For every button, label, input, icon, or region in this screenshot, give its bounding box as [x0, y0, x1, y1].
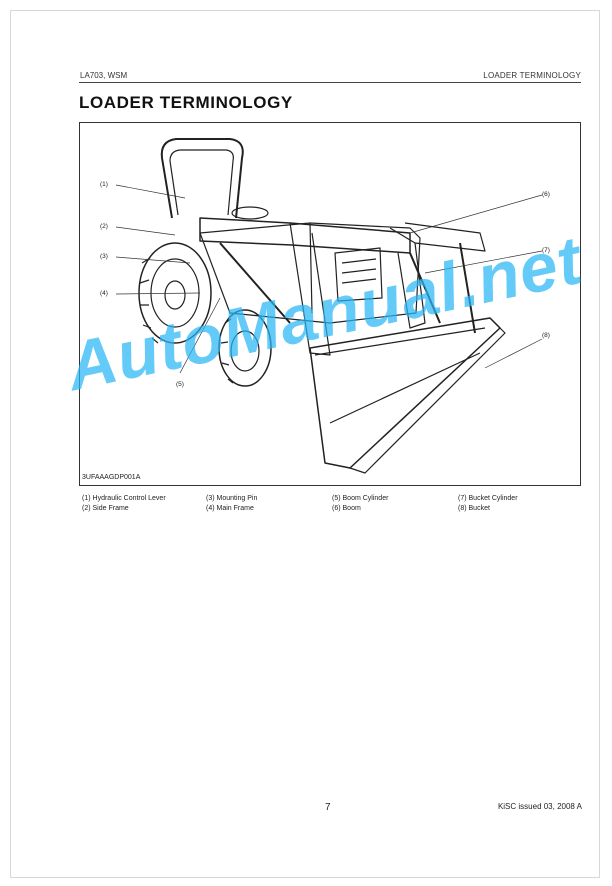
legend-item: (4) Main Frame	[206, 505, 254, 512]
callout-8: (8)	[542, 332, 550, 339]
callout-5: (5)	[176, 381, 184, 388]
legend-item: (3) Mounting Pin	[206, 495, 258, 502]
tractor-loader-drawing	[115, 138, 543, 474]
legend-item: (5) Boom Cylinder	[332, 495, 389, 502]
legend-item: (8) Bucket	[458, 505, 490, 512]
legend-item: (7) Bucket Cylinder	[458, 495, 518, 502]
legend-item: (6) Boom	[332, 505, 361, 512]
legend-item: (2) Side Frame	[82, 505, 129, 512]
header-rule	[79, 82, 581, 83]
header-section: LOADER TERMINOLOGY	[483, 71, 581, 80]
legend-column-1: (1) Hydraulic Control Lever (2) Side Fra…	[82, 494, 166, 514]
callout-4: (4)	[100, 290, 108, 297]
callout-7: (7)	[542, 247, 550, 254]
loader-illustration: (1) (2) (3) (4) (5) (6) (7) (8)	[79, 122, 581, 486]
callout-2: (2)	[100, 223, 108, 230]
issue-note: KiSC issued 03, 2008 A	[497, 802, 582, 811]
callout-3: (3)	[100, 253, 108, 260]
header-model: LA703, WSM	[80, 71, 128, 80]
legend-column-4: (7) Bucket Cylinder (8) Bucket	[458, 494, 518, 514]
figure-code: 3UFAAAGDP001A	[82, 474, 141, 481]
legend-column-3: (5) Boom Cylinder (6) Boom	[332, 494, 388, 514]
callout-1: (1)	[100, 181, 108, 188]
page-number: 7	[325, 802, 331, 813]
callout-6: (6)	[542, 191, 550, 198]
page-title: LOADER TERMINOLOGY	[79, 93, 293, 112]
legend-item: (1) Hydraulic Control Lever	[82, 495, 166, 502]
legend-column-2: (3) Mounting Pin (4) Main Frame	[206, 494, 257, 514]
